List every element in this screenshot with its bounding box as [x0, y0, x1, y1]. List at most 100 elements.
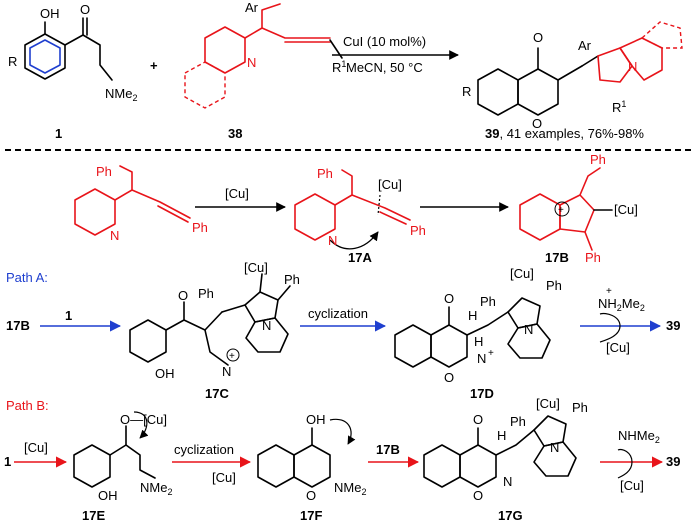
i17g-h: H	[497, 428, 506, 443]
i17c-n: N	[222, 364, 231, 379]
i17b-label: 17B	[545, 250, 569, 265]
path-b-step-cu: [Cu]	[212, 470, 236, 485]
r1-nme2: NMe2	[105, 86, 137, 103]
i17c-oh: OH	[155, 366, 175, 381]
p39-n: N	[628, 59, 637, 74]
i17g-o: O	[473, 412, 483, 427]
i17g-n2: N	[550, 440, 559, 455]
reactant-38: Ar N R1 38	[184, 0, 346, 141]
r1-subst-r: R	[8, 54, 17, 69]
path-b-start: 1	[4, 454, 11, 469]
path-a-step: cyclization	[308, 306, 368, 321]
i17c-ph2: Ph	[284, 272, 300, 287]
i17f-nme2: NMe2	[334, 480, 366, 497]
i17g-ph2: Ph	[572, 400, 588, 415]
path-b-leaving: NHMe2	[618, 428, 660, 445]
path-a-leaving: NH2Me2	[598, 296, 645, 313]
plus-sign: +	[150, 58, 158, 73]
i17c-ph1: Ph	[198, 286, 214, 301]
i17c-cu: [Cu]	[244, 260, 268, 275]
r38-ar: Ar	[245, 0, 259, 15]
i17e-oh: OH	[98, 488, 118, 503]
i17a-label: 17A	[348, 250, 372, 265]
i17a-cu: [Cu]	[378, 177, 402, 192]
i17g-ph1: Ph	[510, 414, 526, 429]
i17g-label: 17G	[498, 508, 523, 523]
path-a-leaving-plus: +	[606, 286, 612, 297]
i17g-cu: [Cu]	[536, 396, 560, 411]
i17d-n-charge: +	[488, 348, 494, 359]
path-a-title: Path A:	[6, 270, 48, 285]
i17d-cu: [Cu]	[510, 266, 534, 281]
i17g-o-ring: O	[473, 488, 483, 503]
sm-ph: Ph	[192, 220, 208, 235]
i17e-label: 17E	[82, 508, 105, 523]
p39-o-ring: O	[532, 116, 542, 131]
path-a-reagent: 1	[65, 308, 72, 323]
i17a-n: N	[328, 233, 337, 248]
i17b-charge: +	[558, 205, 564, 216]
intermediate-17e: O—[Cu] OH NMe2 17E	[73, 411, 172, 523]
i17f-label: 17F	[300, 508, 322, 523]
r1-oh: OH	[40, 6, 60, 21]
i17d-n: N	[477, 351, 486, 366]
path-b-cu: [Cu]	[620, 478, 644, 493]
solvent-text: MeCN, 50 °C	[346, 60, 423, 75]
i17c-n-charge: +	[229, 351, 235, 362]
intermediate-17c: OH O Ph [Cu] Ph N + N 17C	[129, 260, 300, 401]
i17b-ph: Ph	[585, 250, 601, 265]
sm-ph-top: Ph	[96, 164, 112, 179]
r38-r1: R1	[332, 59, 346, 75]
starting-enyne: Ph N Ph	[74, 164, 208, 243]
i17d-o: O	[444, 291, 454, 306]
product-39: O Ar R O N R1 39, 41 examples, 76%-98%	[462, 21, 683, 141]
path-b-title: Path B:	[6, 398, 49, 413]
path-b-step: cyclization	[174, 442, 234, 457]
step1-reagent: [Cu]	[225, 186, 249, 201]
path-b-reagent2: 17B	[376, 442, 400, 457]
i17c-n2: N	[262, 318, 271, 333]
reactant-1: OH O R NMe2 1	[8, 2, 137, 141]
path-b-elimination: NHMe2 [Cu] 39	[600, 428, 680, 493]
p39-ar: Ar	[578, 38, 592, 53]
i17d-n2: N	[524, 322, 533, 337]
catalyst-text: CuI (10 mol%)	[343, 34, 426, 49]
top-arrow: CuI (10 mol%) MeCN, 50 °C	[332, 34, 459, 75]
intermediate-17d: O H Ph [Cu] Ph H N + O N 17D	[394, 266, 562, 401]
i17g-n: N	[503, 474, 512, 489]
intermediate-17f: OH O NMe2 17F	[257, 412, 366, 523]
p39-caption: 39, 41 examples, 76%-98%	[485, 126, 644, 141]
path-b-product: 39	[666, 454, 680, 469]
i17c-label: 17C	[205, 386, 229, 401]
sm-n: N	[110, 228, 119, 243]
intermediate-17g: O H Ph [Cu] Ph N O N 17G	[423, 396, 588, 523]
i17f-oh: OH	[306, 412, 326, 427]
r38-label: 38	[228, 126, 242, 141]
path-a-start: 17B	[6, 318, 30, 333]
p39-o-top: O	[533, 30, 543, 45]
i17d-ph2: Ph	[546, 278, 562, 293]
i17b-ph-top: Ph	[590, 152, 606, 167]
i17d-label: 17D	[470, 386, 494, 401]
i17d-h2: H	[474, 334, 483, 349]
path-b-reagent: [Cu]	[24, 440, 48, 455]
i17f-o: O	[306, 488, 316, 503]
i17b-cu: [Cu]	[614, 202, 638, 217]
path-a-elimination: + NH2Me2 [Cu] 39	[580, 286, 680, 355]
path-a-product: 39	[666, 318, 680, 333]
r1-label: 1	[55, 126, 62, 141]
intermediate-17b: Ph + [Cu] Ph 17B	[519, 152, 638, 265]
i17d-ph1: Ph	[480, 294, 496, 309]
i17e-nme2: NMe2	[140, 480, 172, 497]
i17d-o-ring: O	[444, 370, 454, 385]
p39-r: R	[462, 84, 471, 99]
i17d-h: H	[468, 308, 477, 323]
r1-o: O	[80, 2, 90, 17]
i17e-o-cu: O—[Cu]	[120, 412, 167, 427]
path-a-cu: [Cu]	[606, 340, 630, 355]
p39-r1: R1	[612, 99, 626, 115]
r38-n: N	[247, 55, 256, 70]
i17a-ph: Ph	[317, 166, 333, 181]
i17a-ph2: Ph	[410, 223, 426, 238]
